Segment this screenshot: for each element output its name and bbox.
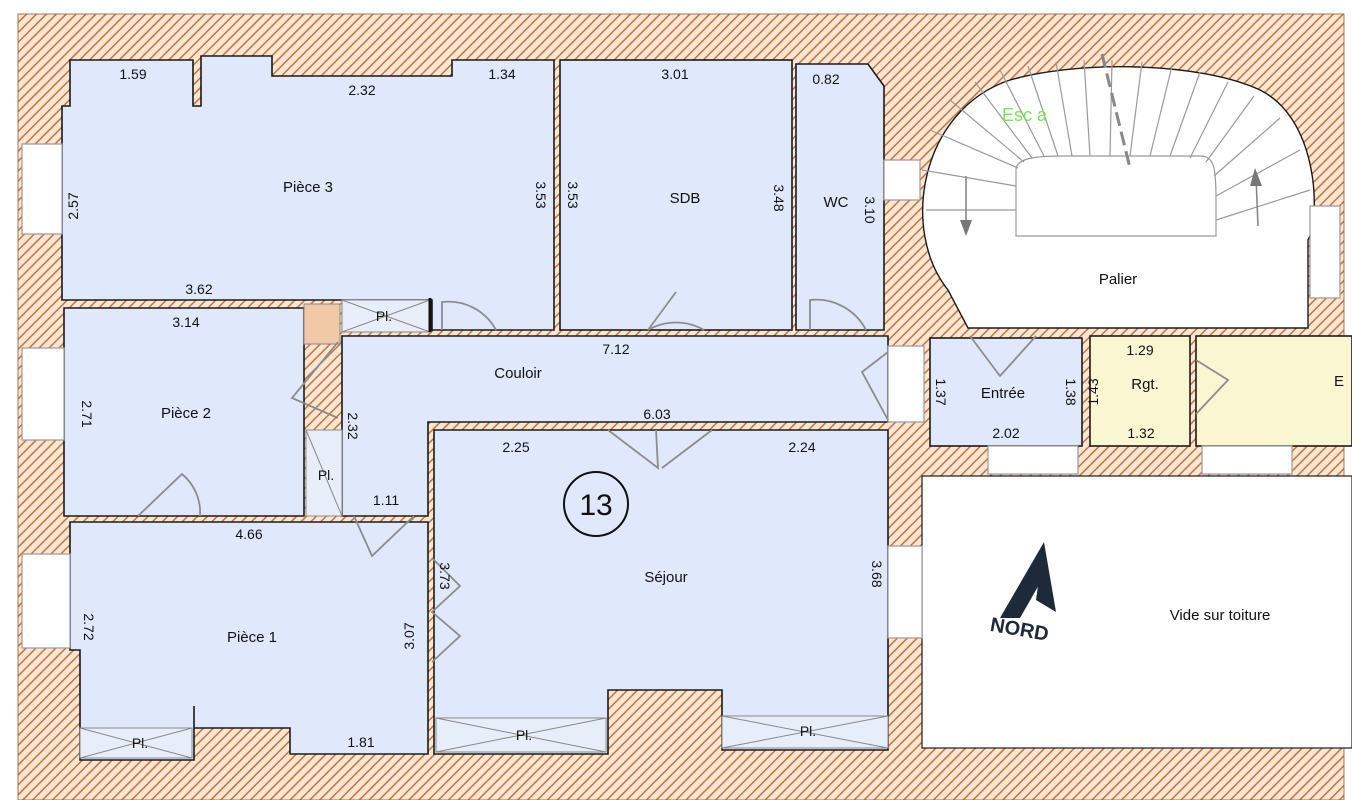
window [21,553,71,649]
window [1201,445,1293,475]
room-label-piece2: Pièce 2 [161,405,211,422]
room-edge [1195,335,1352,447]
room-label-wc: WC [824,194,849,211]
dimension: 3.68 [869,560,885,587]
dimension: 3.53 [565,181,581,208]
room-label-piece1: Pièce 1 [227,629,277,646]
window [21,347,65,441]
dimension: 1.38 [1063,378,1079,405]
dimension: 0.82 [812,71,839,87]
room-wc [795,63,885,331]
dimension: 2.32 [348,82,375,98]
room-piece1 [69,521,429,761]
placard-label: Pl. [376,308,392,324]
dimension: 1.59 [119,66,146,82]
dimension: 3.01 [661,66,688,82]
door [809,298,867,331]
door [860,351,889,421]
room-label-piece3: Pièce 3 [283,179,333,196]
dimension: 7.12 [602,341,629,357]
window [887,545,923,639]
door [290,341,339,419]
room-sejour [433,429,889,755]
door [441,300,497,331]
room-label-rgt: Rgt. [1131,376,1159,393]
dimension: 2.24 [788,439,815,455]
room-label-palier: Palier [1099,271,1137,288]
dimension: 3.73 [437,562,453,589]
placard-corner [303,303,341,345]
apartment-number-circle [563,471,629,537]
placard-label: Pl. [800,723,816,739]
dimension: 3.14 [172,314,199,330]
dimension: 3.10 [862,196,878,223]
stair-label: Esc a [1002,105,1048,125]
dimension: 2.25 [502,439,529,455]
room-entree [929,337,1083,447]
room-label-couloir: Couloir [494,365,542,382]
door [607,429,713,470]
placard-label: Pl. [132,735,148,751]
stair-well [1015,155,1217,237]
dimension: 6.03 [643,406,670,422]
placard-label: Pl. [318,467,334,483]
placard-label: Pl. [516,727,532,743]
apartment-number: 13 [579,489,612,522]
dimension: 1.81 [347,734,374,750]
window [21,143,63,235]
room-piece3 [61,55,555,331]
window [987,445,1079,475]
dimension: 1.43 [1085,378,1101,405]
window [887,345,925,423]
room-sdb [559,59,793,331]
dimension: 3.53 [533,181,549,208]
door [969,335,1037,378]
dimension: 1.11 [373,492,399,508]
dimension: 1.29 [1126,342,1153,358]
door [647,291,705,331]
vide-area [921,475,1352,749]
dimension: 2.71 [79,400,95,427]
door [430,557,462,663]
door [1195,359,1230,415]
room-label-vide: Vide sur toiture [1170,607,1271,624]
window [883,159,921,201]
dimension: 2.72 [81,613,97,640]
dimension: 1.37 [933,378,949,405]
dimension: 3.07 [401,622,417,649]
room-label-sdb: SDB [670,190,701,207]
room-rgt [1089,335,1191,447]
dimension: 2.32 [345,412,361,439]
room-label-sejour: Séjour [644,569,687,586]
dimension: 4.66 [235,526,262,542]
dimension: 3.62 [185,281,212,297]
window [1309,205,1341,299]
door [353,515,415,558]
room-label-edge: E [1334,373,1344,390]
room-label-entree: Entrée [981,385,1025,402]
dimension: 2.57 [65,192,81,219]
dimension: 3.48 [771,184,787,211]
door [137,472,201,517]
dimension: 1.34 [488,66,515,82]
dimension: 1.32 [1127,425,1154,441]
room-piece2 [63,307,305,517]
dimension: 2.02 [992,425,1019,441]
